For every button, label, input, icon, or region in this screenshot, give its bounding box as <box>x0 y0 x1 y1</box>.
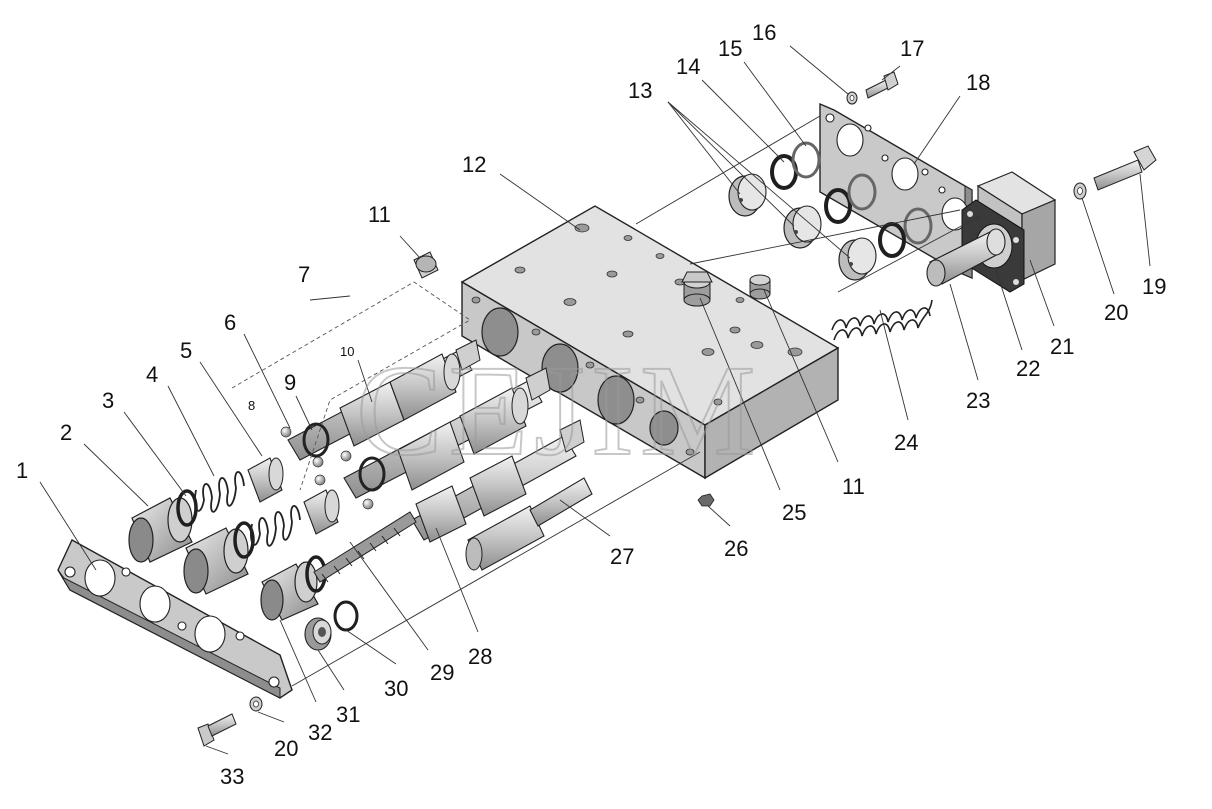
piston-23 <box>926 228 1006 287</box>
callout-23: 23 <box>966 388 990 413</box>
spool-upper <box>287 339 481 461</box>
callout-8: 8 <box>248 398 255 413</box>
washer-20-right <box>1073 182 1087 200</box>
cap-bottom <box>260 561 319 621</box>
spool-lower <box>411 419 585 543</box>
callout-14: 14 <box>676 54 700 79</box>
piston-27 <box>465 477 593 571</box>
nut-26 <box>697 493 715 507</box>
cap-upper <box>128 497 193 563</box>
callout-4: 4 <box>146 362 158 387</box>
callout-25: 25 <box>782 500 806 525</box>
callout-30: 30 <box>384 676 408 701</box>
callout-7: 7 <box>298 262 310 287</box>
callout-26: 26 <box>724 536 748 561</box>
callout-20-right: 20 <box>1104 300 1128 325</box>
callout-33: 33 <box>220 764 244 789</box>
plug-11-left <box>413 251 439 279</box>
plug-31 <box>304 617 332 651</box>
callout-16: 16 <box>752 20 776 45</box>
callout-6: 6 <box>224 310 236 335</box>
callout-17: 17 <box>900 36 924 61</box>
callout-9: 9 <box>284 370 296 395</box>
sleeve-5-lower <box>303 489 340 535</box>
callout-11-left: 11 <box>368 202 391 227</box>
washer-16 <box>846 91 858 105</box>
bolt-17 <box>865 71 899 99</box>
callout-19: 19 <box>1142 274 1166 299</box>
callout-27: 27 <box>610 544 634 569</box>
plug-25 <box>681 271 713 307</box>
leader-lines <box>39 45 1151 755</box>
valve-body <box>460 205 840 480</box>
callout-32: 32 <box>308 720 332 745</box>
callout-2: 2 <box>60 420 72 445</box>
callout-28: 28 <box>468 644 492 669</box>
callout-20-bottom: 20 <box>274 736 298 761</box>
callout-31: 31 <box>336 702 360 727</box>
callout-22: 22 <box>1016 356 1040 381</box>
callout-24: 24 <box>894 430 918 455</box>
callout-18: 18 <box>966 70 990 95</box>
cap-lower <box>183 527 249 595</box>
group-bracket-7 <box>231 281 471 491</box>
sleeve-5-upper <box>247 457 284 503</box>
callout-labels: 1 2 3 4 5 6 7 8 9 10 11 12 13 14 15 16 1… <box>16 20 1166 789</box>
callout-21: 21 <box>1050 334 1074 359</box>
watermark: CEJIM <box>356 339 762 483</box>
o-ring-30 <box>333 600 359 632</box>
callout-3: 3 <box>102 388 114 413</box>
seat-ring-lower <box>838 237 877 281</box>
bolt-33 <box>197 713 237 747</box>
callout-15: 15 <box>718 36 742 61</box>
threaded-rod-29 <box>313 511 417 583</box>
callout-10: 10 <box>340 344 354 359</box>
backup-rings-15 <box>791 141 933 245</box>
balls <box>280 426 374 510</box>
flange-plate-left <box>57 539 293 699</box>
spring-24 <box>831 299 933 341</box>
spring-4-lower <box>250 505 301 547</box>
callout-11-right: 11 <box>842 474 865 499</box>
plug-11-top <box>749 274 771 300</box>
washer-20-bottom <box>249 696 263 712</box>
bolt-19 <box>1093 145 1157 191</box>
callout-1: 1 <box>16 458 28 483</box>
spool-middle <box>343 367 551 499</box>
spring-4-upper <box>194 471 245 513</box>
callout-5: 5 <box>180 338 192 363</box>
callout-12: 12 <box>462 152 486 177</box>
callout-29: 29 <box>430 660 454 685</box>
callout-13: 13 <box>628 78 652 103</box>
